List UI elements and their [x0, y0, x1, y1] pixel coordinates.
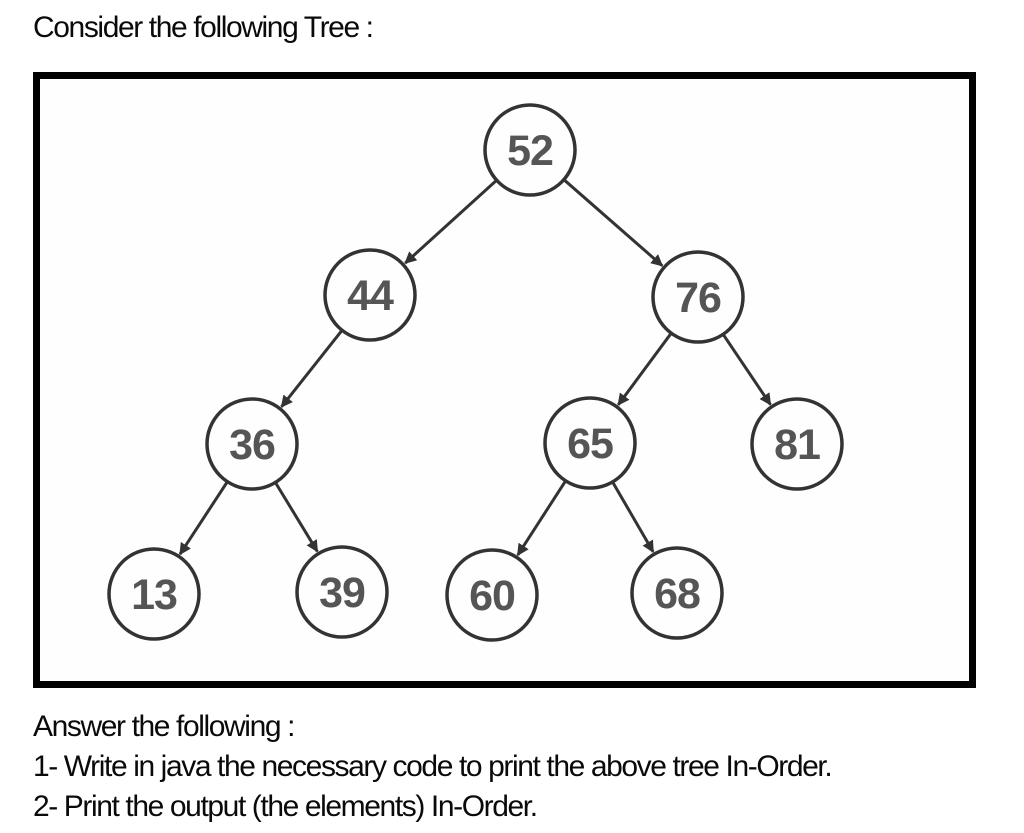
tree-node-circle: [107, 547, 201, 641]
edge-52-76: [561, 177, 664, 267]
tree-node-13: 13: [107, 547, 201, 641]
tree-node-circle: [543, 396, 637, 490]
tree-node-value: 44: [347, 272, 394, 320]
tree-figure: 52 44 76 36 65 81 13 39 60 68: [107, 103, 844, 642]
questions-heading: Answer the following :: [33, 710, 295, 743]
tree-node-value: 36: [229, 421, 275, 469]
question-item-2: 2- Print the output (the elements) In-Or…: [33, 790, 538, 823]
edge-52-44: [404, 177, 500, 265]
tree-node-value: 13: [131, 571, 177, 619]
edge-44-36: [280, 327, 345, 408]
tree-node-52: 52: [483, 103, 577, 197]
edge-76-65: [617, 330, 674, 406]
tree-node-circle: [205, 397, 299, 491]
tree-node-circle: [750, 397, 844, 491]
tree-node-circle: [445, 548, 539, 642]
tree-node-circle: [295, 545, 389, 639]
edge-36-39: [273, 479, 319, 553]
tree-node-36: 36: [205, 397, 299, 491]
tree-node-circle: [483, 103, 577, 197]
tree-node-60: 60: [445, 548, 539, 642]
tree-diagram-frame: 52 44 76 36 65 81 13 39 60 68: [33, 72, 976, 688]
tree-node-circle: [651, 250, 745, 344]
edge-65-60: [516, 478, 568, 557]
tree-node-value: 52: [507, 127, 553, 175]
question-item-1: 1- Write in java the necessary code to p…: [33, 750, 833, 783]
tree-node-circle: [323, 248, 417, 342]
tree-node-65: 65: [543, 396, 637, 490]
tree-node-value: 39: [319, 569, 365, 617]
tree-node-76: 76: [651, 250, 745, 344]
tree-node-68: 68: [630, 546, 724, 640]
edge-36-13: [178, 479, 230, 556]
tree-node-44: 44: [323, 248, 417, 342]
edge-65-68: [610, 479, 655, 553]
tree-node-value: 65: [567, 420, 613, 468]
tree-node-value: 81: [774, 421, 820, 469]
tree-node-value: 60: [469, 572, 515, 620]
edge-76-81: [720, 331, 772, 406]
questions: Answer the following : 1- Write in java …: [33, 707, 833, 827]
tree-node-value: 68: [654, 570, 700, 618]
page-title: Consider the following Tree :: [33, 11, 374, 44]
tree-node-circle: [630, 546, 724, 640]
tree-node-81: 81: [750, 397, 844, 491]
tree-node-39: 39: [295, 545, 389, 639]
tree-node-value: 76: [675, 274, 721, 322]
